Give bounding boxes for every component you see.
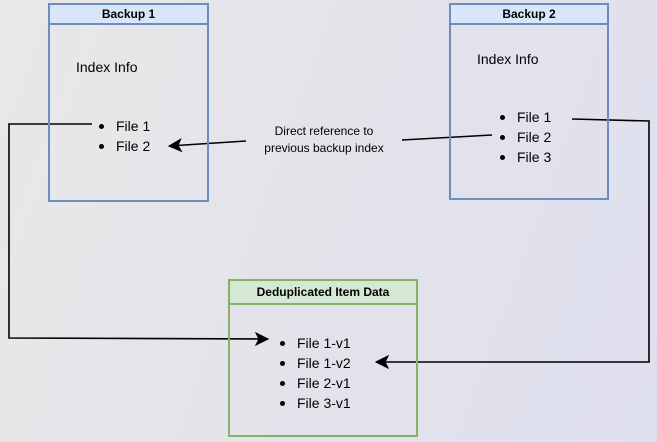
arrow-backup2-file1-to-dedup bbox=[374, 118, 650, 370]
file-label: File 1-v1 bbox=[297, 335, 351, 351]
backup1-title: Backup 1 bbox=[50, 5, 207, 25]
file-list-item: File 2-v1 bbox=[280, 373, 351, 393]
backup2-file-list: File 1 File 2 File 3 bbox=[500, 107, 551, 167]
file-list-item: File 2 bbox=[99, 136, 150, 156]
bullet-icon bbox=[99, 143, 104, 149]
file-list-item: File 1-v1 bbox=[280, 333, 351, 353]
file-list-item: File 1 bbox=[500, 107, 551, 127]
bullet-icon bbox=[280, 340, 285, 346]
backup1-index-info-label: Index Info bbox=[76, 59, 138, 75]
bullet-icon bbox=[500, 134, 505, 140]
bullet-icon bbox=[99, 123, 104, 129]
file-label: File 1 bbox=[517, 109, 552, 125]
file-label: File 3 bbox=[517, 149, 552, 165]
arrow-backup2-file2-line-segment bbox=[401, 134, 493, 141]
file-label: File 2 bbox=[116, 138, 151, 154]
backup2-index-info-label: Index Info bbox=[477, 51, 539, 67]
file-list-item: File 3-v1 bbox=[280, 393, 351, 413]
annotation-direct-reference: Direct reference to previous backup inde… bbox=[250, 123, 398, 157]
file-list-item: File 3 bbox=[500, 147, 551, 167]
file-label: File 2 bbox=[517, 129, 552, 145]
dedup-title: Deduplicated Item Data bbox=[230, 281, 416, 305]
backup1-file-list: File 1 File 2 bbox=[99, 116, 150, 156]
annotation-line1: Direct reference to bbox=[274, 124, 374, 138]
backup2-title: Backup 2 bbox=[451, 5, 607, 25]
bullet-icon bbox=[280, 380, 285, 386]
dedup-file-list: File 1-v1 File 1-v2 File 2-v1 File 3-v1 bbox=[280, 333, 351, 413]
arrow-backup1-file1-to-dedup bbox=[8, 123, 270, 347]
file-list-item: File 1 bbox=[99, 116, 150, 136]
bullet-icon bbox=[280, 360, 285, 366]
bullet-icon bbox=[500, 114, 505, 120]
file-list-item: File 2 bbox=[500, 127, 551, 147]
bullet-icon bbox=[500, 154, 505, 160]
file-list-item: File 1-v2 bbox=[280, 353, 351, 373]
file-label: File 1 bbox=[116, 118, 151, 134]
file-label: File 3-v1 bbox=[297, 395, 351, 411]
dedup-box: Deduplicated Item Data File 1-v1 File 1-… bbox=[228, 279, 418, 437]
file-label: File 1-v2 bbox=[297, 355, 351, 371]
annotation-line2: previous backup index bbox=[264, 141, 384, 155]
backup1-box: Backup 1 Index Info File 1 File 2 bbox=[48, 3, 209, 202]
backup2-box: Backup 2 Index Info File 1 File 2 File 3 bbox=[449, 3, 609, 200]
bullet-icon bbox=[280, 400, 285, 406]
file-label: File 2-v1 bbox=[297, 375, 351, 391]
